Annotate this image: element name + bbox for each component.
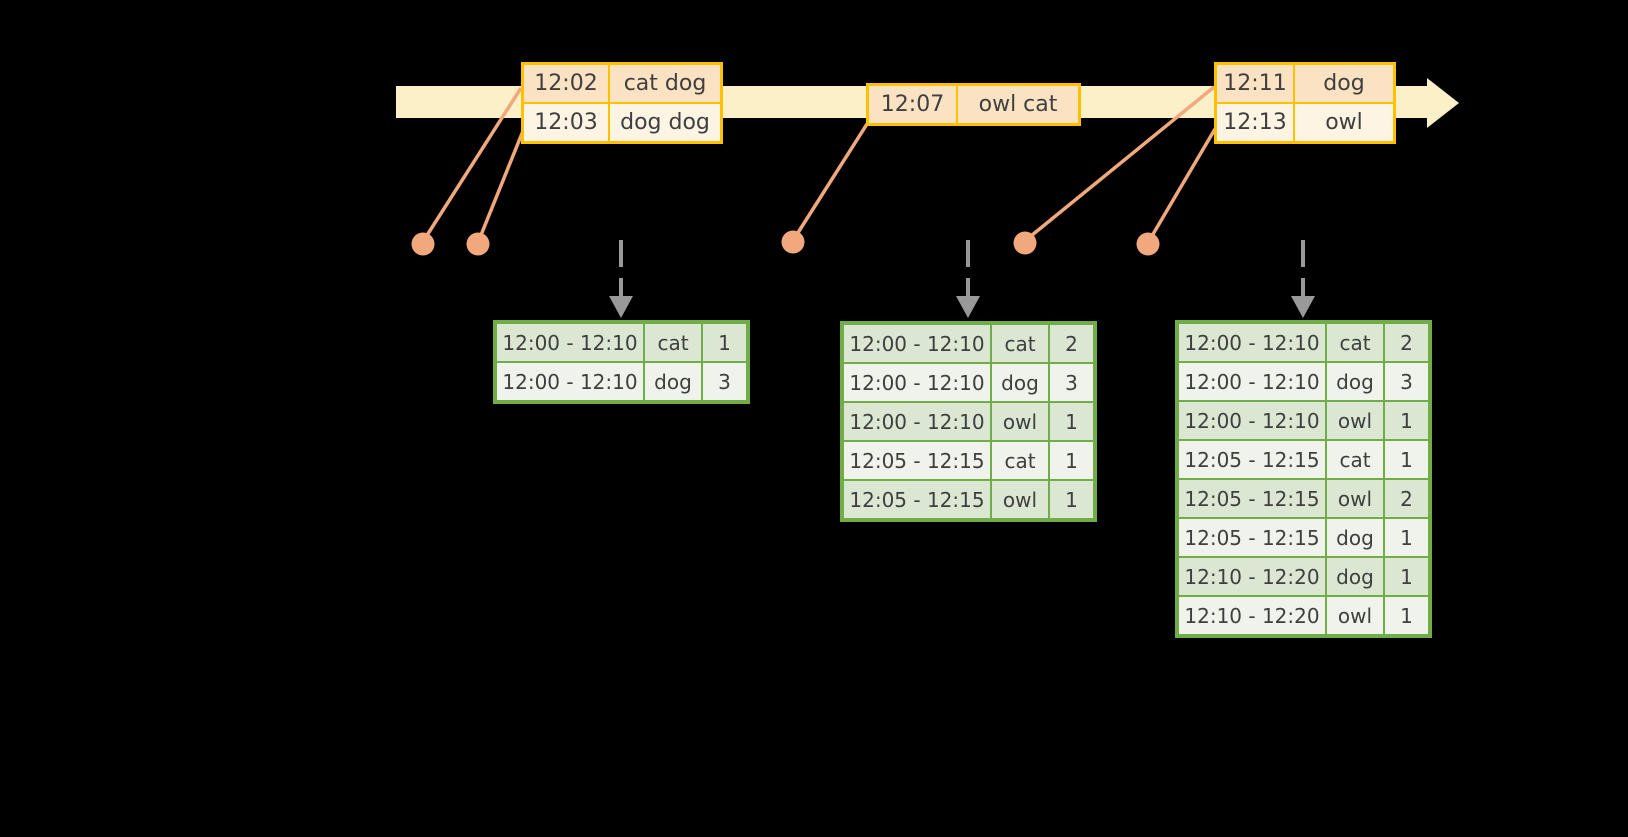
count-cell: 2	[1050, 325, 1093, 362]
words-cell: owl	[1295, 104, 1393, 141]
event-dot-icon	[411, 232, 435, 256]
window-cell: 12:05 - 12:15	[1179, 519, 1325, 556]
window-cell: 12:10 - 12:20	[1179, 597, 1325, 634]
event-line	[1147, 128, 1217, 242]
word-cell: owl	[992, 481, 1048, 518]
count-cell: 2	[1385, 324, 1428, 361]
window-cell: 12:00 - 12:10	[844, 325, 990, 362]
window-cell: 12:00 - 12:10	[1179, 402, 1325, 439]
timeline-arrowhead-icon	[1427, 78, 1459, 128]
event-dot-icon	[1136, 232, 1160, 256]
count-cell: 3	[1050, 364, 1093, 401]
time-cell: 12:07	[869, 86, 956, 123]
window-cell: 12:00 - 12:10	[497, 324, 643, 361]
event-dot-icon	[781, 230, 805, 254]
time-cell: 12:02	[524, 65, 608, 102]
word-cell: dog	[1327, 519, 1383, 556]
word-cell: cat	[1327, 324, 1383, 361]
word-cell: owl	[1327, 597, 1383, 634]
count-cell: 1	[1050, 481, 1093, 518]
count-cell: 1	[1050, 442, 1093, 479]
word-cell: owl	[992, 403, 1048, 440]
window-cell: 12:05 - 12:15	[1179, 480, 1325, 517]
event-line	[422, 87, 523, 241]
count-cell: 1	[1385, 558, 1428, 595]
count-cell: 1	[1050, 403, 1093, 440]
dashed-arrow-icon	[956, 240, 980, 318]
time-cell: 12:11	[1217, 65, 1293, 102]
words-cell: owl cat	[958, 86, 1078, 123]
dashed-arrow-icon	[1291, 240, 1315, 318]
window-cell: 12:00 - 12:10	[497, 363, 643, 400]
count-cell: 1	[1385, 441, 1428, 478]
word-cell: cat	[992, 442, 1048, 479]
event-line	[1024, 85, 1216, 242]
word-cell: cat	[1327, 441, 1383, 478]
event-line	[792, 123, 869, 240]
window-cell: 12:00 - 12:10	[1179, 363, 1325, 400]
word-cell: cat	[645, 324, 701, 361]
event-dot-icon	[1013, 231, 1037, 255]
window-cell: 12:00 - 12:10	[844, 403, 990, 440]
count-cell: 3	[1385, 363, 1428, 400]
count-cell: 3	[703, 363, 746, 400]
count-cell: 1	[703, 324, 746, 361]
dashed-arrow-icon	[609, 240, 633, 318]
word-cell: cat	[992, 325, 1048, 362]
words-cell: cat dog	[610, 65, 720, 102]
count-cell: 2	[1385, 480, 1428, 517]
word-cell: dog	[1327, 363, 1383, 400]
count-cell: 1	[1385, 597, 1428, 634]
word-cell: dog	[645, 363, 701, 400]
words-cell: dog dog	[610, 104, 720, 141]
window-cell: 12:10 - 12:20	[1179, 558, 1325, 595]
words-cell: dog	[1295, 65, 1393, 102]
count-cell: 1	[1385, 519, 1428, 556]
word-cell: owl	[1327, 480, 1383, 517]
word-cell: owl	[1327, 402, 1383, 439]
event-line	[477, 125, 527, 241]
word-cell: dog	[992, 364, 1048, 401]
time-cell: 12:13	[1217, 104, 1293, 141]
word-cell: dog	[1327, 558, 1383, 595]
event-dot-icon	[466, 232, 490, 256]
window-cell: 12:05 - 12:15	[844, 481, 990, 518]
time-cell: 12:03	[524, 104, 608, 141]
window-cell: 12:05 - 12:15	[844, 442, 990, 479]
count-cell: 1	[1385, 402, 1428, 439]
window-cell: 12:00 - 12:10	[844, 364, 990, 401]
window-cell: 12:00 - 12:10	[1179, 324, 1325, 361]
window-cell: 12:05 - 12:15	[1179, 441, 1325, 478]
